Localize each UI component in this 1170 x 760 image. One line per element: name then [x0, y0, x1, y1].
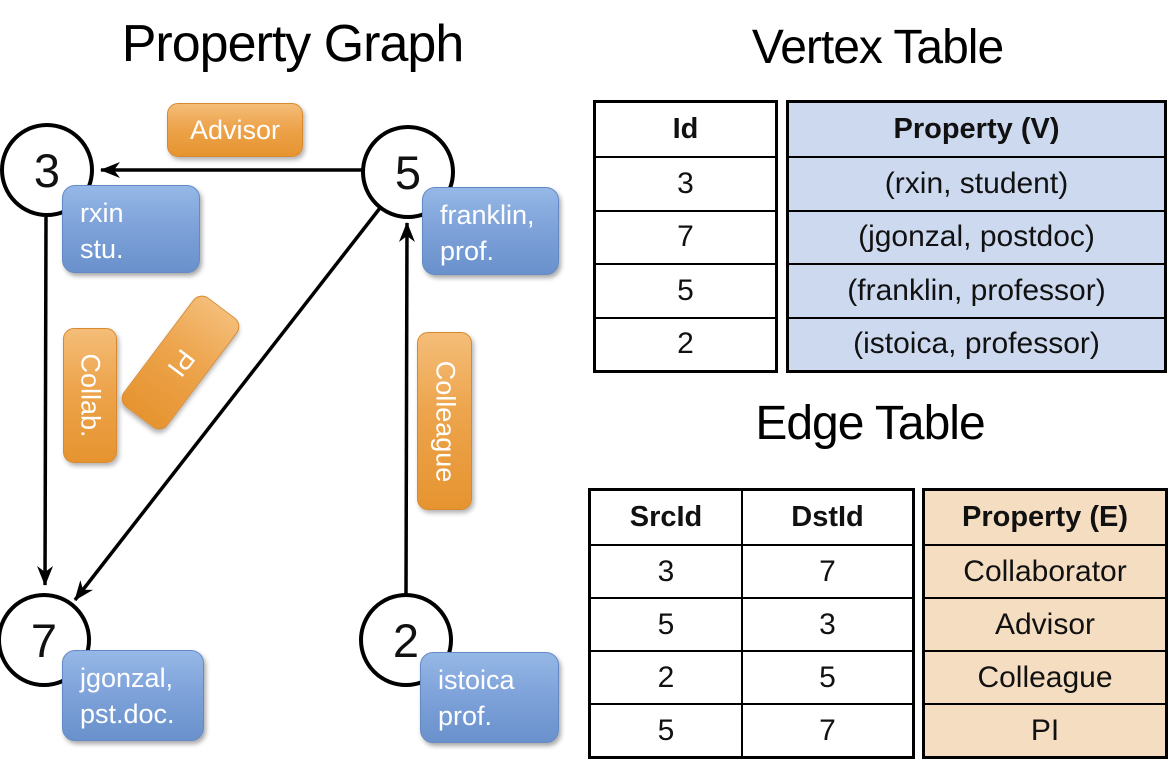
vertex-label-rxin-line1: rxin: [80, 198, 124, 228]
edge-table: SrcId DstId 3 7 5 3 2 5 5 7 Property (E)…: [588, 488, 1168, 759]
vertex-table-header-id: Id: [672, 113, 699, 146]
vertex-label-istoica-line2: prof.: [438, 700, 493, 731]
graph-node-3-id: 3: [33, 143, 61, 197]
edge-table-row-property: Advisor: [925, 597, 1165, 650]
edge-line-colleague: [398, 222, 415, 595]
edge-table-row-dstid: 7: [741, 544, 912, 597]
edge-table-row-srcid: 5: [591, 597, 741, 650]
edge-table-title: Edge Table: [755, 397, 985, 450]
graph-edges-layer: [37, 162, 415, 602]
vertex-table-row-property: (franklin, professor): [789, 263, 1164, 317]
vertex-label-franklin-line1: franklin,: [440, 200, 535, 230]
edge-label-collab-text: Collab.: [75, 353, 106, 438]
edge-line-pi: [73, 206, 382, 602]
edge-line-collab: [37, 216, 54, 586]
edge-table-property-column: Property (E) Collaborator Advisor Collea…: [922, 488, 1168, 759]
graph-node-5: 5: [361, 125, 455, 219]
vertex-label-franklin-line2: prof.: [440, 235, 495, 266]
vertex-label-jgonzal-line2: pst.doc.: [80, 698, 175, 729]
vertex-table-row-id: 7: [596, 209, 775, 263]
graph-node-5-id: 5: [394, 145, 422, 199]
vertex-table-row-id: 3: [596, 156, 775, 209]
vertex-label-rxin-line2: stu.: [80, 233, 124, 264]
edge-label-advisor-text: Advisor: [189, 114, 281, 145]
vertex-table-row-property: (istoica, professor): [789, 316, 1164, 370]
vertex-label-jgonzal-line1: jgonzal,: [80, 663, 174, 693]
edge-table-header-srcid: SrcId: [629, 501, 703, 533]
vertex-label-istoica-line1: istoica: [438, 665, 515, 695]
edge-table-header-property: Property (E): [925, 491, 1165, 544]
edge-table-row-srcid: 5: [591, 703, 741, 756]
edge-label-collab: Collab.: [63, 328, 117, 463]
vertex-table: Id 3 7 5 2 Property (V) (rxin, student) …: [593, 100, 1167, 373]
edge-table-row-dstid: 5: [741, 650, 912, 703]
edge-table-row-srcid: 3: [591, 544, 741, 597]
vertex-table-property-column: Property (V) (rxin, student) (jgonzal, p…: [786, 100, 1167, 373]
vertex-table-row-property: (jgonzal, postdoc): [789, 209, 1164, 264]
edge-table-header-dstid: DstId: [741, 491, 912, 544]
edge-table-row-dstid: 3: [741, 597, 912, 650]
edge-table-row-property: PI: [925, 703, 1165, 756]
vertex-table-row-property: (rxin, student): [789, 156, 1164, 210]
vertex-table-row-id: 5: [596, 263, 775, 316]
vertex-label-rxin: rxin stu.: [62, 185, 200, 273]
edge-label-colleague-text: Colleague: [430, 360, 460, 482]
vertex-table-row-id: 2: [596, 316, 775, 370]
edge-table-row-srcid: 2: [591, 650, 741, 703]
edge-table-row-dstid: 7: [741, 703, 912, 756]
edge-label-advisor: Advisor: [167, 103, 303, 157]
edge-label-pi-text: PI: [161, 343, 201, 383]
vertex-table-id-column: Id 3 7 5 2: [593, 100, 778, 373]
edge-table-row-property: Collaborator: [925, 544, 1165, 597]
graph-node-7-id: 7: [30, 613, 58, 667]
edge-table-id-columns: SrcId DstId 3 7 5 3 2 5 5 7: [588, 488, 915, 759]
vertex-label-istoica: istoica prof.: [420, 652, 559, 743]
vertex-label-franklin: franklin, prof.: [422, 187, 559, 275]
graph-node-2: 2: [359, 593, 453, 687]
graph-node-2-id: 2: [392, 613, 420, 667]
vertex-table-title: Vertex Table: [751, 21, 1004, 74]
vertex-table-header-property: Property (V): [789, 103, 1164, 157]
property-graph-title: Property Graph: [121, 15, 465, 73]
edge-table-row-property: Colleague: [925, 650, 1165, 703]
edge-label-colleague: Colleague: [417, 332, 472, 510]
vertex-label-jgonzal: jgonzal, pst.doc.: [62, 650, 204, 741]
